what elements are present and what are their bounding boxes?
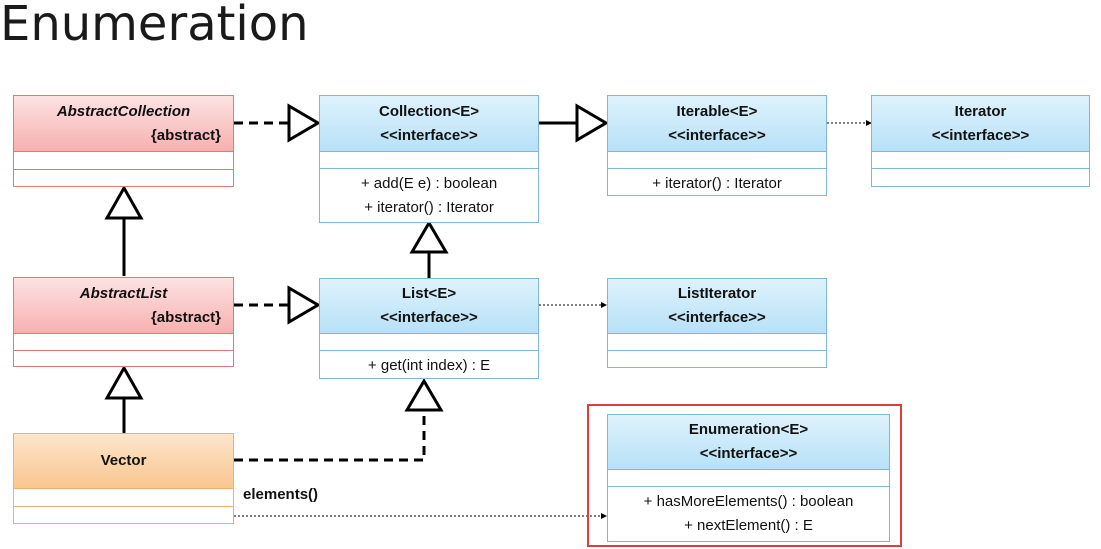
operations-compartment (872, 169, 1089, 186)
operation: + get(int index) : E (367, 357, 491, 374)
interface-collection: Collection<E> <<interface>> + add(E e) :… (319, 95, 539, 223)
class-stereotype: <<interface>> (699, 445, 798, 462)
class-abstractcollection: AbstractCollection {abstract} (13, 95, 234, 187)
operations-compartment (14, 170, 233, 186)
operations-compartment: + hasMoreElements() : boolean + nextElem… (608, 487, 889, 541)
attributes-compartment (14, 334, 233, 351)
attributes-compartment (320, 152, 538, 169)
realization-abstractcollection-collection (234, 103, 321, 143)
class-header: AbstractList {abstract} (14, 278, 233, 334)
operations-compartment: + add(E e) : boolean + iterator() : Iter… (320, 169, 538, 222)
highlight-box (587, 404, 902, 547)
interface-enumeration: Enumeration<E> <<interface>> + hasMoreEl… (607, 414, 890, 542)
class-header: List<E> <<interface>> (320, 279, 538, 334)
attributes-compartment (608, 152, 826, 169)
operation: + hasMoreElements() : boolean (643, 493, 854, 510)
class-stereotype: <<interface>> (668, 126, 766, 144)
interface-list: List<E> <<interface>> + get(int index) :… (319, 278, 539, 379)
generalization-collection-iterable (539, 103, 609, 143)
class-header: Collection<E> <<interface>> (320, 96, 538, 152)
generalization-list-collection (409, 220, 449, 278)
class-header: AbstractCollection {abstract} (14, 96, 233, 152)
class-name: Enumeration<E> (688, 421, 809, 438)
dependency-list-listiterator (539, 302, 607, 308)
class-name: Iterable<E> (676, 102, 758, 120)
class-stereotype: <<interface>> (931, 126, 1030, 144)
attributes-compartment (14, 152, 233, 170)
class-stereotype: {abstract} (150, 126, 221, 144)
attributes-compartment (608, 470, 889, 487)
operations-compartment (608, 351, 826, 367)
generalization-abstractlist-abstractcollection (104, 184, 144, 276)
operations-compartment (14, 351, 233, 366)
dependency-iterable-iterator (827, 120, 872, 126)
attributes-compartment (320, 334, 538, 351)
class-name: AbstractCollection (56, 102, 191, 120)
attributes-compartment (872, 152, 1089, 169)
class-name: AbstractList (79, 284, 168, 302)
interface-iterator: Iterator <<interface>> (871, 95, 1090, 187)
attributes-compartment (608, 334, 826, 351)
realization-vector-list (234, 378, 444, 462)
attributes-compartment (14, 489, 233, 507)
class-abstractlist: AbstractList {abstract} (13, 277, 234, 367)
class-header: Enumeration<E> <<interface>> (608, 415, 889, 470)
vector-elements-method: elements() (243, 486, 319, 503)
class-vector: Vector (13, 433, 234, 524)
class-name: ListIterator (677, 285, 757, 302)
class-header: Vector (14, 434, 233, 489)
operations-compartment: + iterator() : Iterator (608, 169, 826, 195)
operations-compartment (14, 507, 233, 523)
class-name: Vector (100, 452, 147, 469)
class-stereotype: {abstract} (150, 308, 221, 326)
class-name: List<E> (401, 285, 457, 302)
interface-iterable: Iterable<E> <<interface>> + iterator() :… (607, 95, 827, 196)
class-header: ListIterator <<interface>> (608, 279, 826, 334)
operation: + iterator() : Iterator (364, 199, 494, 216)
generalization-vector-abstractlist (104, 364, 144, 433)
operation: + add(E e) : boolean (360, 175, 498, 192)
class-name: Collection<E> (378, 102, 480, 120)
class-header: Iterable<E> <<interface>> (608, 96, 826, 152)
operations-compartment: + get(int index) : E (320, 351, 538, 378)
class-name: Iterator (954, 102, 1007, 120)
class-stereotype: <<interface>> (668, 309, 766, 326)
operation: + nextElement() : E (684, 517, 813, 534)
operation: + iterator() : Iterator (652, 175, 782, 192)
class-stereotype: <<interface>> (380, 126, 478, 144)
interface-listiterator: ListIterator <<interface>> (607, 278, 827, 368)
class-stereotype: <<interface>> (380, 309, 478, 326)
class-header: Iterator <<interface>> (872, 96, 1089, 152)
dependency-vector-enumeration (234, 513, 607, 519)
realization-abstractlist-list (234, 285, 321, 325)
page-title: Enumeration (0, 0, 309, 52)
